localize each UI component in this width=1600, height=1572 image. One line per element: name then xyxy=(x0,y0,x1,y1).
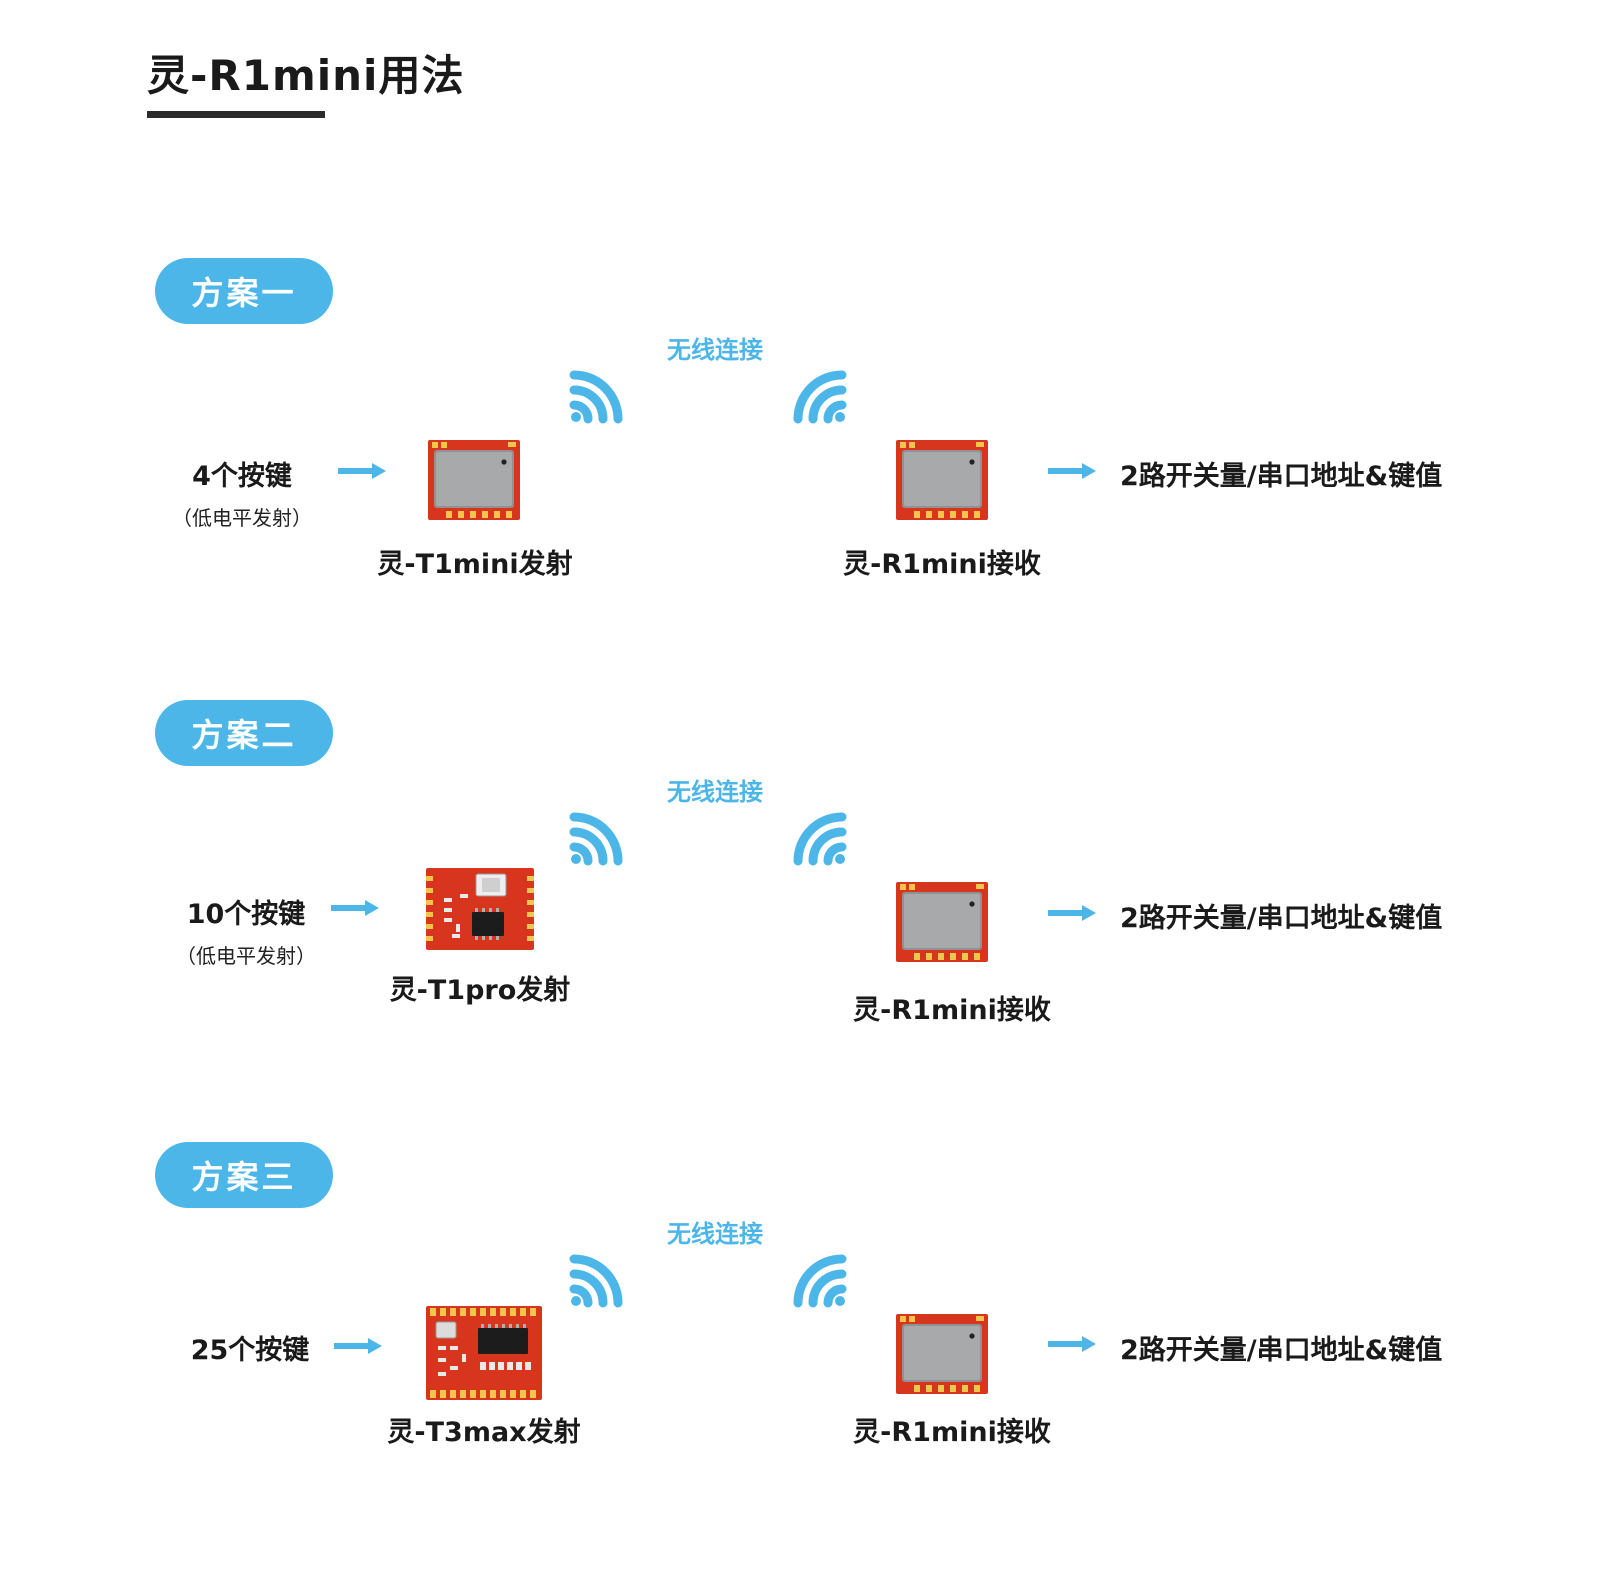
transmitter-label: 灵-T3max发射 xyxy=(387,1417,581,1448)
title-underline xyxy=(147,111,325,118)
scheme-3: 方案三 无线连接 25个按键 xyxy=(0,1142,1600,1572)
page-title: 灵-R1mini用法 xyxy=(147,51,465,100)
t3max-module-icon xyxy=(426,1306,542,1400)
scheme-badge: 方案二 xyxy=(155,700,333,766)
input-keys-label: 25个按键 xyxy=(190,1335,310,1366)
r1mini-module-icon xyxy=(896,882,988,962)
arrow-right-icon xyxy=(334,1338,382,1354)
r1mini-module-icon xyxy=(896,1314,988,1394)
input-keys-label: 4个按键 xyxy=(192,461,292,492)
receiver-label: 灵-R1mini接收 xyxy=(843,549,1041,580)
r1mini-module-icon xyxy=(896,440,988,520)
transmitter-label: 灵-T1mini发射 xyxy=(377,549,573,580)
input-keys-label: 10个按键 xyxy=(186,899,306,930)
input-sub-label: （低电平发射） xyxy=(172,506,312,530)
arrow-right-icon xyxy=(1048,1336,1096,1352)
wireless-label: 无线连接 xyxy=(667,336,763,364)
arrow-right-icon xyxy=(331,900,379,916)
wifi-signal-icon xyxy=(569,370,623,424)
wireless-label: 无线连接 xyxy=(667,778,763,806)
output-label: 2路开关量/串口地址&键值 xyxy=(1120,461,1443,492)
input-sub-label: （低电平发射） xyxy=(176,944,316,968)
scheme-2: 方案二 无线连接 10个按键 （低电平发射） xyxy=(0,700,1600,1130)
arrow-right-icon xyxy=(1048,905,1096,921)
wifi-signal-icon xyxy=(569,1254,623,1308)
scheme-1: 方案一 无线连接 4个按键 （低电平发射） xyxy=(0,258,1600,688)
receiver-label: 灵-R1mini接收 xyxy=(853,1417,1051,1448)
arrow-right-icon xyxy=(1048,463,1096,479)
wifi-signal-icon xyxy=(793,812,847,866)
t1mini-module-icon xyxy=(428,440,520,520)
scheme-badge: 方案一 xyxy=(155,258,333,324)
transmitter-label: 灵-T1pro发射 xyxy=(389,975,571,1006)
wifi-signal-icon xyxy=(793,370,847,424)
output-label: 2路开关量/串口地址&键值 xyxy=(1120,903,1443,934)
t1pro-module-icon xyxy=(426,868,534,950)
output-label: 2路开关量/串口地址&键值 xyxy=(1120,1335,1443,1366)
wireless-label: 无线连接 xyxy=(667,1220,763,1248)
arrow-right-icon xyxy=(338,463,386,479)
receiver-label: 灵-R1mini接收 xyxy=(853,995,1051,1026)
wifi-signal-icon xyxy=(569,812,623,866)
scheme-badge: 方案三 xyxy=(155,1142,333,1208)
wifi-signal-icon xyxy=(793,1254,847,1308)
